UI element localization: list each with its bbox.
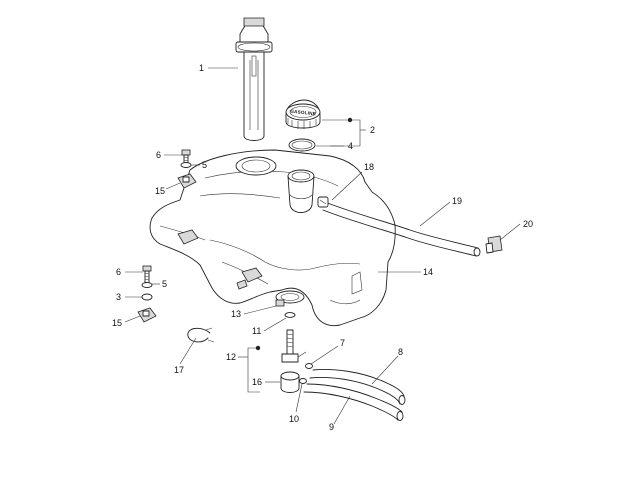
leader-11: [263, 317, 287, 332]
leader-15b: [124, 315, 141, 323]
hose-clamp-17[interactable]: [187, 327, 211, 343]
fuel-hose-8[interactable]: [309, 369, 406, 405]
callout-10: 10: [289, 414, 299, 424]
bracket-lower-slot: [142, 310, 150, 317]
callout-16: 16: [252, 377, 262, 387]
vent-hose-19[interactable]: [322, 201, 481, 257]
callout-6a: 6: [156, 150, 161, 160]
leader-8: [371, 355, 399, 385]
callout-5a: 5: [202, 160, 207, 170]
callout-2: 2: [370, 125, 375, 135]
vent-fitting-18[interactable]: [317, 196, 329, 208]
callout-18: 18: [364, 162, 374, 172]
hose-clamp-13[interactable]: [275, 290, 305, 307]
leader-9: [333, 395, 351, 425]
o-ring-11[interactable]: [284, 312, 296, 318]
leader-15a: [165, 182, 181, 190]
leader-19: [419, 201, 451, 227]
callout-6b: 6: [116, 267, 121, 277]
bullet-12: [255, 345, 261, 351]
cap-brand-text: GASOLINE: [290, 109, 316, 117]
callout-9: 9: [329, 422, 334, 432]
callout-11: 11: [252, 326, 261, 336]
callout-19: 19: [452, 196, 462, 206]
washer-upper[interactable]: [180, 162, 192, 168]
leader-20: [499, 223, 521, 241]
clip-10[interactable]: [299, 378, 307, 384]
fuel-hose-9[interactable]: [303, 383, 404, 421]
callout-1: 1: [199, 63, 204, 73]
bullet-2: [347, 117, 353, 123]
leader-13: [243, 305, 277, 315]
bolt-lower[interactable]: [142, 265, 152, 285]
callout-20: 20: [523, 219, 533, 229]
callout-8: 8: [398, 347, 403, 357]
fuel-tank[interactable]: [149, 149, 396, 327]
callout-15b: 15: [112, 318, 122, 328]
leader-10: [295, 383, 303, 413]
fuel-tap[interactable]: [281, 329, 307, 363]
clamp-17-tabs: [205, 327, 215, 343]
callout-17: 17: [174, 365, 184, 375]
bracket-2: [322, 119, 361, 147]
callout-5b: 5: [162, 279, 167, 289]
callout-13: 13: [231, 309, 241, 319]
callout-12: 12: [226, 352, 236, 362]
leader-18: [331, 171, 363, 201]
callout-7: 7: [340, 338, 345, 348]
callout-15a: 15: [155, 186, 165, 196]
washer-lower[interactable]: [141, 282, 153, 288]
fuel-sender-tube[interactable]: [235, 17, 273, 141]
bracket-12: [247, 347, 260, 393]
bracket-upper-slot: [182, 176, 190, 183]
nut-lower[interactable]: [141, 293, 153, 301]
callout-14: 14: [423, 267, 433, 277]
leader-7: [310, 345, 339, 365]
cap-o-ring-inner: [291, 140, 313, 150]
fuel-cap[interactable]: GASOLINE: [285, 99, 321, 129]
breather-valve-20[interactable]: [485, 235, 503, 254]
callout-3: 3: [116, 292, 121, 302]
leader-17: [179, 337, 197, 365]
clip-7[interactable]: [305, 363, 313, 369]
callout-4: 4: [348, 141, 353, 151]
filter-cup-16[interactable]: [280, 371, 300, 393]
